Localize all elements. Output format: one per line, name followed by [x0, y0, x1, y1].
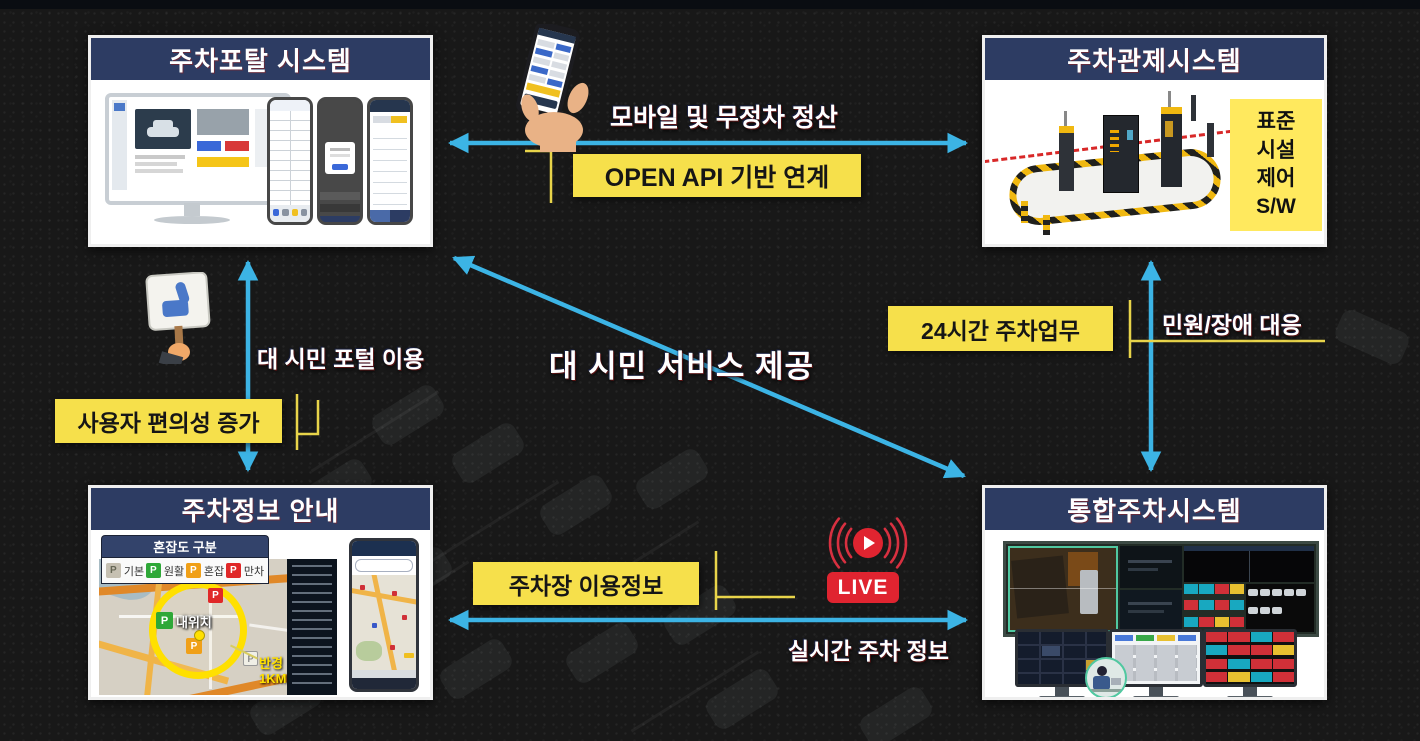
box-parking-info-guide: 주차정보 안내 혼잡도 구분 P 기본 [88, 485, 433, 700]
control-illustration: 표준 시설 제어 S/W [985, 83, 1324, 244]
portal-phone-1-icon [267, 97, 313, 225]
portal-phone-3-icon [367, 97, 413, 225]
note-line-3: 제어 [1256, 167, 1296, 190]
box-title-integrated-parking: 통합주차시스템 [985, 488, 1324, 533]
integrated-illustration [985, 533, 1324, 697]
monitor-base [154, 216, 230, 224]
map-p-orange: P [186, 638, 202, 654]
legend-item-basic: P 기본 [105, 563, 144, 579]
radius-label: 반경 1KM [259, 656, 287, 686]
map-list-panel [287, 559, 337, 695]
video-wall-icon [1003, 541, 1319, 637]
monitor-center-icon [1109, 629, 1203, 687]
label-usage-info: 주차장 이용정보 [473, 562, 699, 605]
box-parking-portal-system: 주차포탈 시스템 [88, 35, 433, 247]
p-marker-basic: P [105, 563, 121, 578]
box-title-parking-info: 주차정보 안내 [91, 488, 430, 533]
desktop-monitor-icon [105, 93, 291, 205]
live-badge: LIVE [827, 572, 899, 603]
control-pole-left [1059, 111, 1074, 191]
map-p-green: P [156, 612, 173, 629]
legend-item-full: P 만차 [225, 563, 264, 579]
label-user-convenience: 사용자 편의성 증가 [55, 399, 282, 443]
box-parking-control-system: 주차관제시스템 표준 [982, 35, 1327, 247]
bollard-1 [1021, 201, 1028, 223]
radius-circle: P P P 내위치 [149, 581, 247, 679]
legend-item-smooth: P 원활 [145, 563, 184, 579]
label-parking-24h: 24시간 주차업무 [888, 306, 1113, 351]
label-citizen-portal: 대 시민 포털 이용 [257, 346, 425, 372]
congestion-legend: 혼잡도 구분 P 기본 P 원활 P 혼잡 P [101, 535, 269, 584]
box-integrated-parking-system: 통합주차시스템 [982, 485, 1327, 700]
box-title-parking-control: 주차관제시스템 [985, 38, 1324, 83]
my-location-label: 내위치 [176, 615, 212, 630]
thumbs-up-sign-icon [145, 272, 211, 364]
note-line-4: S/W [1256, 195, 1296, 219]
info-illustration: 혼잡도 구분 P 기본 P 원활 P 혼잡 P [91, 533, 430, 697]
status-grid-monitor [1206, 632, 1294, 684]
p-marker-smooth: P [145, 563, 161, 578]
bollard-2 [1043, 215, 1050, 235]
mobile-payment-hand-icon [516, 24, 589, 152]
legend-title: 혼잡도 구분 [101, 535, 269, 557]
plate-thumbnails [1246, 584, 1314, 632]
standard-facility-note: 표준 시설 제어 S/W [1230, 99, 1322, 231]
note-line-2: 시설 [1256, 138, 1296, 162]
control-kiosk-center [1103, 115, 1139, 193]
map-app-phone-icon [349, 538, 419, 692]
monitor-stand [184, 203, 200, 216]
portal-phone-2-icon [317, 97, 363, 225]
portal-illustration [91, 83, 430, 244]
label-complaint-response: 민원/장애 대응 [1162, 312, 1302, 338]
control-kiosk-right [1161, 91, 1182, 187]
label-citizen-service: 대 시민 서비스 제공 [549, 349, 814, 384]
label-open-api: OPEN API 기반 연계 [573, 154, 861, 197]
p-marker-full: P [225, 563, 241, 578]
label-realtime-info: 실시간 주차 정보 [788, 638, 949, 664]
top-edge-band [0, 0, 1420, 9]
monitor-right-icon [1203, 629, 1297, 687]
my-location-dot [194, 630, 205, 641]
map-p-red: P [208, 588, 223, 603]
box-title-parking-portal: 주차포탈 시스템 [91, 38, 430, 83]
status-grid-wall [1184, 584, 1244, 632]
play-icon [853, 528, 883, 558]
note-line-1: 표준 [1256, 110, 1296, 134]
bollard-3 [1207, 123, 1214, 157]
p-marker-congested: P [185, 563, 201, 578]
operator-avatar [1085, 657, 1127, 697]
bollard-4 [1191, 95, 1196, 121]
legend-item-congested: P 혼잡 [185, 563, 224, 579]
label-mobile-settlement: 모바일 및 무정차 정산 [610, 104, 838, 132]
